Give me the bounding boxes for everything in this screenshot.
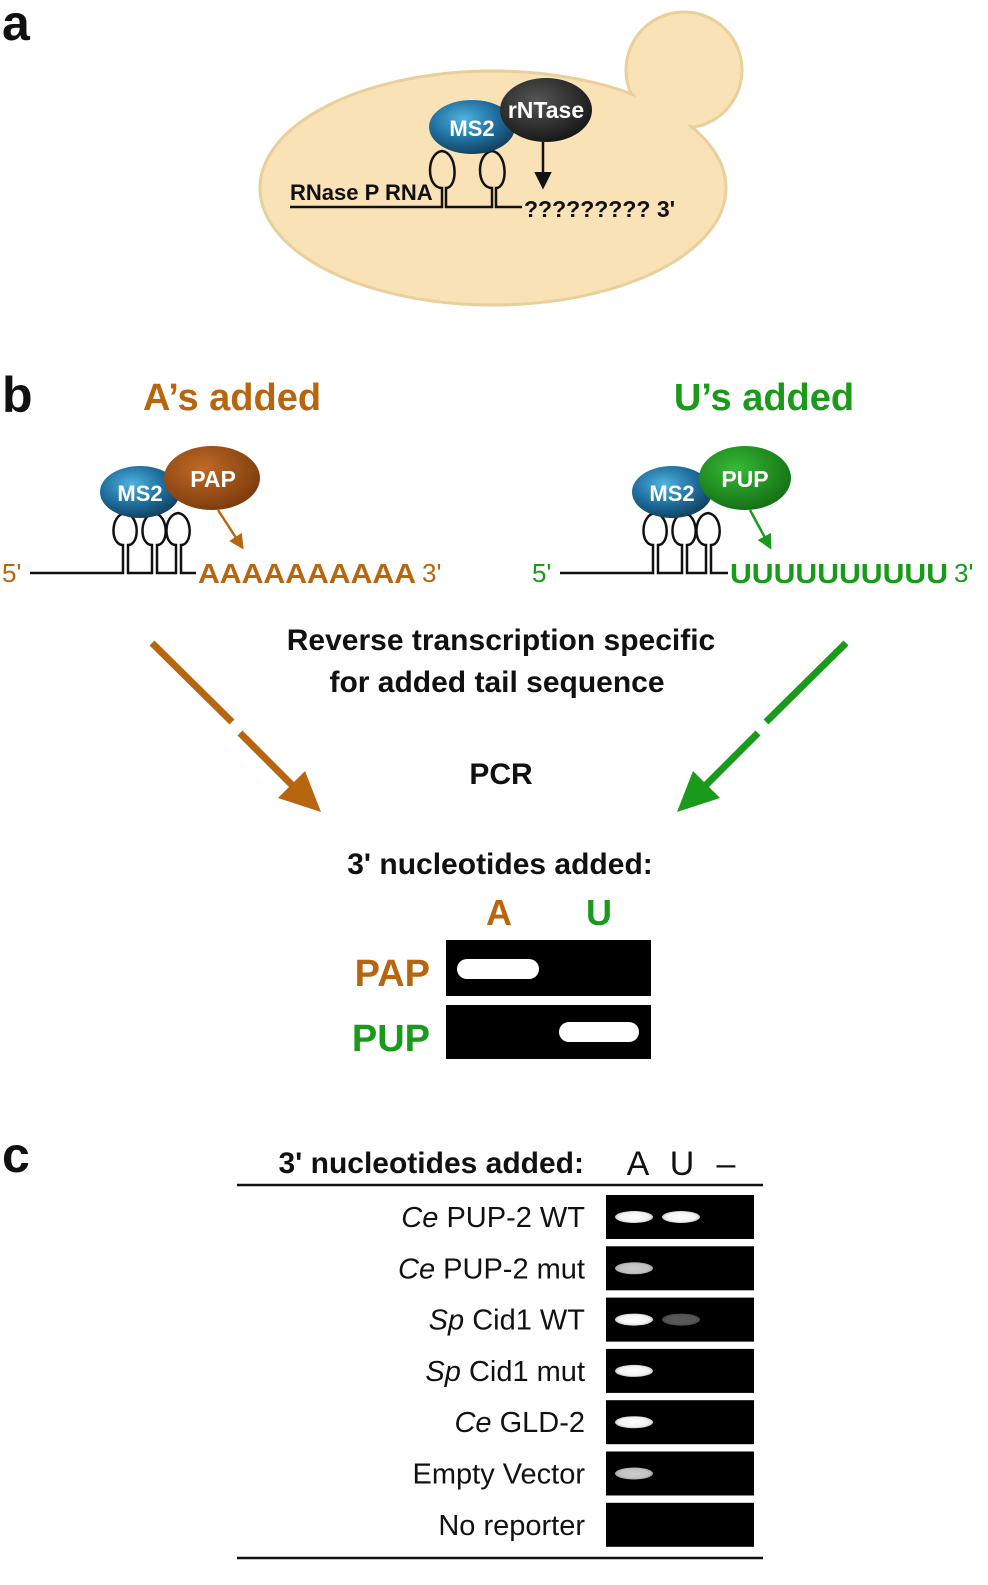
gel-b-title: 3' nucleotides added: <box>347 848 653 881</box>
rt-step-line-1: Reverse transcription specific <box>287 624 716 657</box>
gel-b-row-pap: PAP <box>355 953 430 995</box>
panel-a-letter: a <box>2 0 31 51</box>
panel-a-tail-label: ????????? 3' <box>524 196 675 222</box>
gel-c-band <box>662 1211 700 1223</box>
pup-arrow <box>748 509 772 550</box>
panel-a-rna-structure <box>290 149 522 209</box>
panel-a-rntase-label: rNTase <box>508 97 584 123</box>
gel-c-lane <box>606 1502 754 1547</box>
pcr-step: PCR <box>469 758 533 791</box>
gel-c-row-species: Ce <box>454 1407 499 1439</box>
gel-c-row-label: No reporter <box>438 1510 585 1542</box>
gel-c-row-species: Ce <box>401 1202 446 1234</box>
gel-c-row-name: Cid1 WT <box>472 1305 585 1337</box>
panel-a-ms2-label: MS2 <box>449 116 494 141</box>
gel-c-band <box>615 1211 653 1223</box>
gel-c-row-name: GLD-2 <box>500 1407 585 1439</box>
gel-c-row-species: Ce <box>398 1253 443 1285</box>
gel-c-row-label: Sp Cid1 mut <box>425 1356 585 1388</box>
panel-a-rntase-enzyme <box>500 78 592 142</box>
right-three-prime: 3' <box>954 558 973 588</box>
gel-c-header: 3' nucleotides added: <box>278 1147 584 1180</box>
gel-c-band <box>615 1313 653 1326</box>
gel-c-row-label: Ce PUP-2 mut <box>398 1253 585 1285</box>
gel-c-row-name: PUP-2 WT <box>446 1202 585 1234</box>
pap-arrow <box>216 509 244 550</box>
left-ms2-protein <box>100 466 180 518</box>
gel-c-band <box>615 1364 653 1377</box>
gel-c-row-name: Empty Vector <box>413 1459 586 1491</box>
gel-c-row-label: Ce PUP-2 WT <box>401 1202 585 1234</box>
right-ms2-protein <box>632 466 712 518</box>
gel-c-row-name: Cid1 mut <box>469 1356 585 1388</box>
gel-b-col-a: A <box>486 892 512 933</box>
gel-c-row-species: Sp <box>425 1356 469 1388</box>
rt-step-line-2: for added tail sequence <box>329 666 664 699</box>
gel-b-band-pap-a <box>457 959 539 979</box>
right-rna-structure <box>560 511 728 575</box>
right-title-us-added: U’s added <box>674 377 854 419</box>
left-rna-structure <box>30 511 196 575</box>
gel-c-band <box>662 1313 700 1326</box>
a-tail-sequence: AAAAAAAAAA <box>198 558 416 589</box>
left-three-prime: 3' <box>422 558 441 588</box>
pup-enzyme <box>699 446 791 510</box>
gel-c-row-label: Sp Cid1 WT <box>429 1305 586 1337</box>
pap-enzyme-label: PAP <box>190 466 236 492</box>
panel-a-ms2-protein <box>429 100 515 154</box>
left-flow-arrow <box>149 640 321 812</box>
left-title-as-added: A’s added <box>143 377 321 419</box>
gel-c-col-a: A <box>627 1145 650 1183</box>
gel-c-row-name: No reporter <box>438 1510 585 1542</box>
panel-b-letter: b <box>2 367 33 423</box>
pup-enzyme-label: PUP <box>721 466 768 492</box>
right-ms2-label: MS2 <box>649 481 694 506</box>
rnase-p-rna-label: RNase P RNA <box>290 180 433 205</box>
gel-c-row-species: Sp <box>429 1305 473 1337</box>
gel-b-col-u: U <box>586 892 612 933</box>
panel-c-letter: c <box>2 1127 30 1183</box>
gel-c-row-label: Empty Vector <box>413 1459 586 1491</box>
gel-c-col-none: – <box>717 1145 736 1183</box>
right-five-prime: 5' <box>532 558 551 588</box>
left-ms2-label: MS2 <box>117 481 162 506</box>
gel-b-row-pup: PUP <box>352 1018 430 1060</box>
left-five-prime: 5' <box>2 558 21 588</box>
gel-c-col-u: U <box>670 1145 695 1183</box>
gel-c-band <box>615 1467 653 1480</box>
right-flow-arrow <box>677 640 849 812</box>
gel-b-band-pup-u <box>559 1022 639 1042</box>
pap-enzyme <box>164 446 260 510</box>
gel-c-row-label: Ce GLD-2 <box>454 1407 585 1439</box>
gel-c-row-name: PUP-2 mut <box>443 1253 585 1285</box>
u-tail-sequence: UUUUUUUUUU <box>730 558 948 589</box>
gel-c-band <box>615 1262 653 1275</box>
gel-c-band <box>615 1416 653 1429</box>
